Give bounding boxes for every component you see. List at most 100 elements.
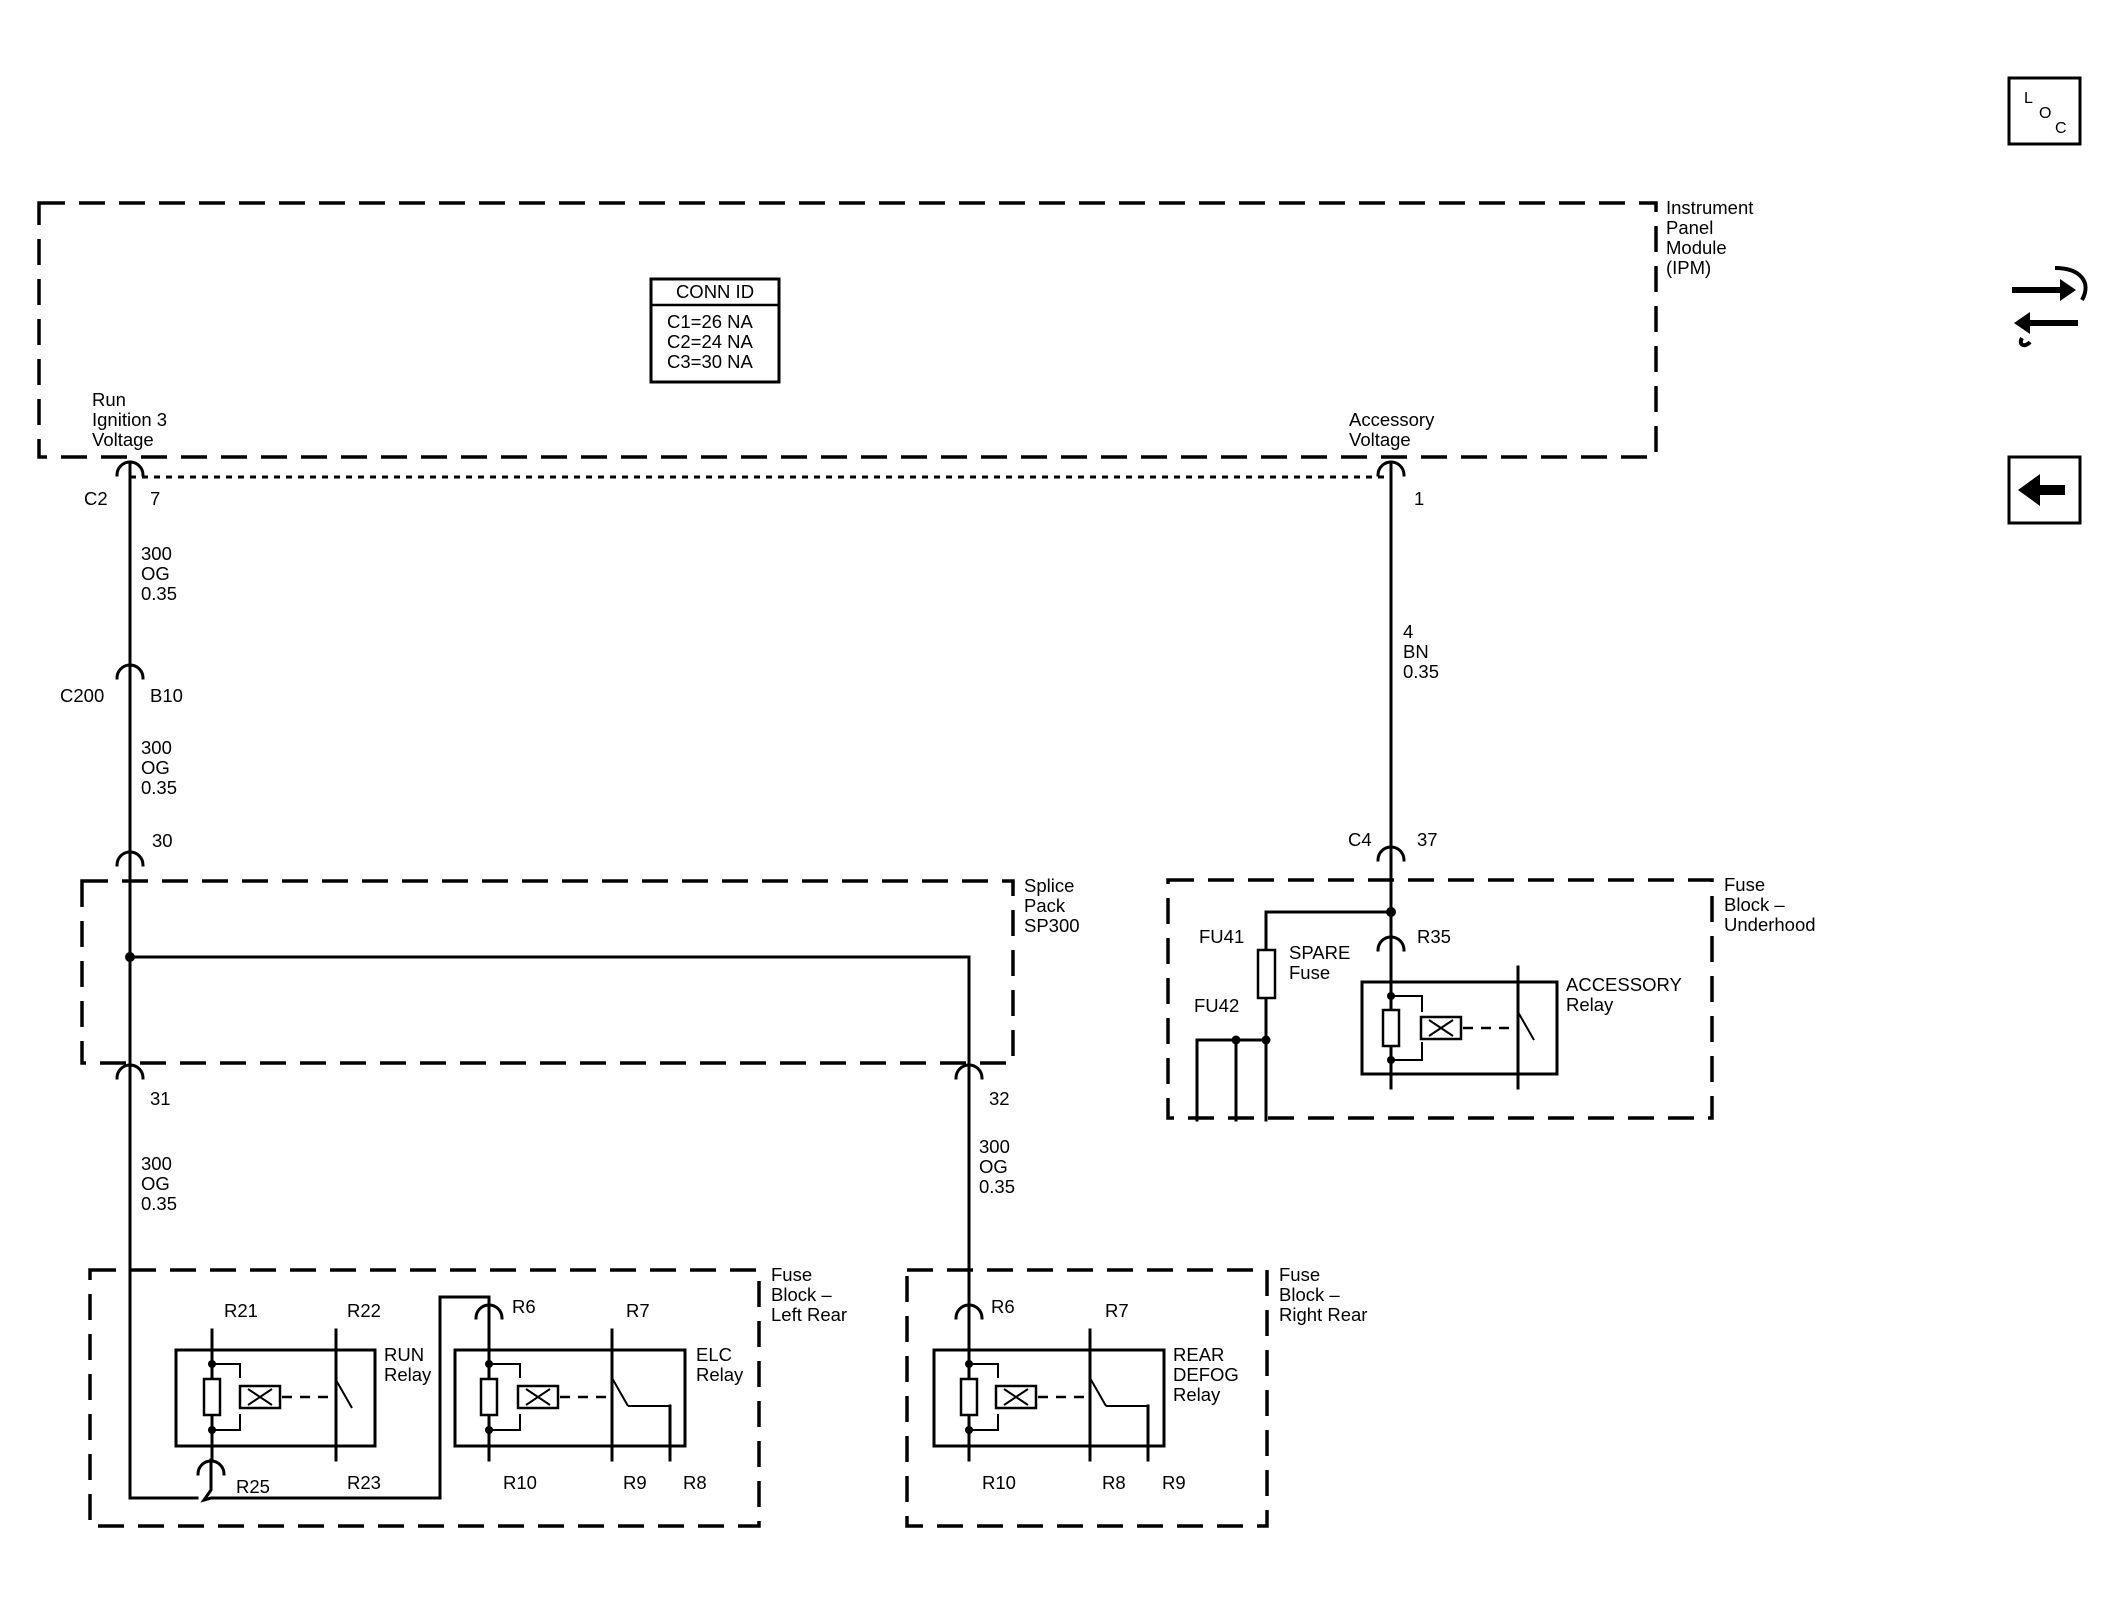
- connector-splice-32: 32: [954, 1063, 1010, 1109]
- wire-label-300-og-3: 300 OG 0.35: [141, 1153, 177, 1214]
- svg-text:37: 37: [1417, 829, 1438, 850]
- svg-text:Ignition 3: Ignition 3: [92, 409, 167, 430]
- connector-splice-31: 31: [115, 1063, 171, 1109]
- svg-text:R6: R6: [991, 1296, 1015, 1317]
- svg-text:Relay: Relay: [384, 1364, 432, 1385]
- svg-text:R22: R22: [347, 1300, 381, 1321]
- svg-text:OG: OG: [141, 757, 170, 778]
- svg-text:C2=24 NA: C2=24 NA: [667, 331, 754, 352]
- svg-text:C1=26 NA: C1=26 NA: [667, 311, 754, 332]
- connector-splice-30: 30: [115, 830, 173, 867]
- svg-text:SP300: SP300: [1024, 915, 1080, 936]
- svg-text:Accessory: Accessory: [1349, 409, 1435, 430]
- conn-id-table: CONN ID C1=26 NA C2=24 NA C3=30 NA: [649, 277, 781, 384]
- loc-button[interactable]: L O C: [2007, 76, 2082, 146]
- svg-text:R8: R8: [683, 1472, 707, 1493]
- svg-text:Underhood: Underhood: [1724, 914, 1816, 935]
- rear-defog-relay: REAR DEFOG Relay R6 R7 R10 R8 R9: [932, 1296, 1239, 1493]
- svg-text:R10: R10: [982, 1472, 1016, 1493]
- ipm-module: Instrument Panel Module (IPM): [37, 197, 1753, 459]
- svg-text:7: 7: [150, 488, 160, 509]
- svg-text:Relay: Relay: [696, 1364, 744, 1385]
- svg-text:C200: C200: [60, 685, 104, 706]
- svg-text:R7: R7: [626, 1300, 650, 1321]
- svg-text:C4: C4: [1348, 829, 1372, 850]
- fuse-block-right-rear: Fuse Block – Right Rear: [905, 1264, 1367, 1528]
- svg-text:Fuse: Fuse: [1724, 874, 1765, 895]
- svg-text:Relay: Relay: [1566, 994, 1614, 1015]
- svg-text:FU41: FU41: [1199, 926, 1244, 947]
- svg-text:1: 1: [1414, 488, 1424, 509]
- svg-text:Voltage: Voltage: [92, 429, 154, 450]
- svg-text:C3=30 NA: C3=30 NA: [667, 351, 754, 372]
- svg-text:(IPM): (IPM): [1666, 257, 1711, 278]
- svg-text:Block –: Block –: [771, 1284, 832, 1305]
- svg-text:0.35: 0.35: [1403, 661, 1439, 682]
- svg-text:Relay: Relay: [1173, 1384, 1221, 1405]
- svg-text:ELC: ELC: [696, 1344, 732, 1365]
- svg-text:Pack: Pack: [1024, 895, 1066, 916]
- svg-text:Panel: Panel: [1666, 217, 1713, 238]
- svg-text:BN: BN: [1403, 641, 1429, 662]
- svg-text:Run: Run: [92, 389, 126, 410]
- svg-text:C: C: [2055, 120, 2067, 137]
- svg-text:R7: R7: [1105, 1300, 1129, 1321]
- svg-text:L: L: [2024, 90, 2033, 107]
- svg-text:Splice: Splice: [1024, 875, 1074, 896]
- spare-fuse-fu41: FU41 SPARE Fuse: [1199, 926, 1350, 1000]
- svg-text:R10: R10: [503, 1472, 537, 1493]
- accessory-relay: ACCESSORY Relay: [1360, 948, 1682, 1090]
- svg-text:300: 300: [979, 1136, 1010, 1157]
- wiring-swap-button[interactable]: [2012, 266, 2088, 348]
- svg-text:0.35: 0.35: [141, 777, 177, 798]
- svg-text:0.35: 0.35: [141, 583, 177, 604]
- svg-text:Fuse: Fuse: [1289, 962, 1330, 983]
- loc-icon: L O C: [2024, 90, 2067, 137]
- svg-text:R6: R6: [512, 1296, 536, 1317]
- svg-text:B10: B10: [150, 685, 183, 706]
- svg-text:Left Rear: Left Rear: [771, 1304, 847, 1325]
- run-ignition-pin: Run Ignition 3 Voltage C2 7: [84, 389, 167, 509]
- svg-text:R25: R25: [236, 1476, 270, 1497]
- svg-text:RUN: RUN: [384, 1344, 424, 1365]
- svg-text:Voltage: Voltage: [1349, 429, 1411, 450]
- back-button[interactable]: [2007, 455, 2082, 525]
- svg-text:Module: Module: [1666, 237, 1727, 258]
- svg-text:FU42: FU42: [1194, 995, 1239, 1016]
- wire-label-4-bn: 4 BN 0.35: [1403, 621, 1439, 682]
- svg-text:4: 4: [1403, 621, 1413, 642]
- svg-text:OG: OG: [141, 1173, 170, 1194]
- accessory-voltage-pin: Accessory Voltage 1: [1349, 409, 1435, 509]
- svg-text:Right Rear: Right Rear: [1279, 1304, 1367, 1325]
- elc-relay: ELC Relay R6 R7 R10 R9 R8: [453, 1296, 744, 1493]
- svg-text:300: 300: [141, 543, 172, 564]
- fuse-block-left-rear: Fuse Block – Left Rear: [88, 1264, 847, 1528]
- svg-text:DEFOG: DEFOG: [1173, 1364, 1239, 1385]
- connector-ipm-1: [1376, 460, 1406, 477]
- svg-text:Fuse: Fuse: [1279, 1264, 1320, 1285]
- svg-text:C2: C2: [84, 488, 108, 509]
- fuse-block-underhood: Fuse Block – Underhood: [1166, 874, 1816, 1120]
- svg-text:ACCESSORY: ACCESSORY: [1566, 974, 1682, 995]
- svg-text:OG: OG: [141, 563, 170, 584]
- fuse-fu42: FU42: [1194, 995, 1271, 1122]
- back-arrow-icon: [2018, 474, 2065, 506]
- connector-c4-37: C4 37: [1348, 829, 1438, 862]
- svg-text:300: 300: [141, 1153, 172, 1174]
- wiring-swap-icon: [2012, 266, 2088, 348]
- connector-c2-7: [115, 460, 145, 477]
- svg-text:R8: R8: [1102, 1472, 1126, 1493]
- wire-label-300-og-2: 300 OG 0.35: [141, 737, 177, 798]
- svg-text:32: 32: [989, 1088, 1010, 1109]
- svg-text:Block –: Block –: [1279, 1284, 1340, 1305]
- run-relay: RUN Relay R21 R22 R23 R25: [174, 1300, 432, 1497]
- svg-text:CONN ID: CONN ID: [676, 281, 754, 302]
- svg-text:Block –: Block –: [1724, 894, 1785, 915]
- wire-label-300-og-4: 300 OG 0.35: [979, 1136, 1015, 1197]
- svg-text:R35: R35: [1417, 926, 1451, 947]
- svg-text:31: 31: [150, 1088, 171, 1109]
- svg-text:0.35: 0.35: [979, 1176, 1015, 1197]
- svg-text:O: O: [2039, 105, 2051, 122]
- svg-text:R21: R21: [224, 1300, 258, 1321]
